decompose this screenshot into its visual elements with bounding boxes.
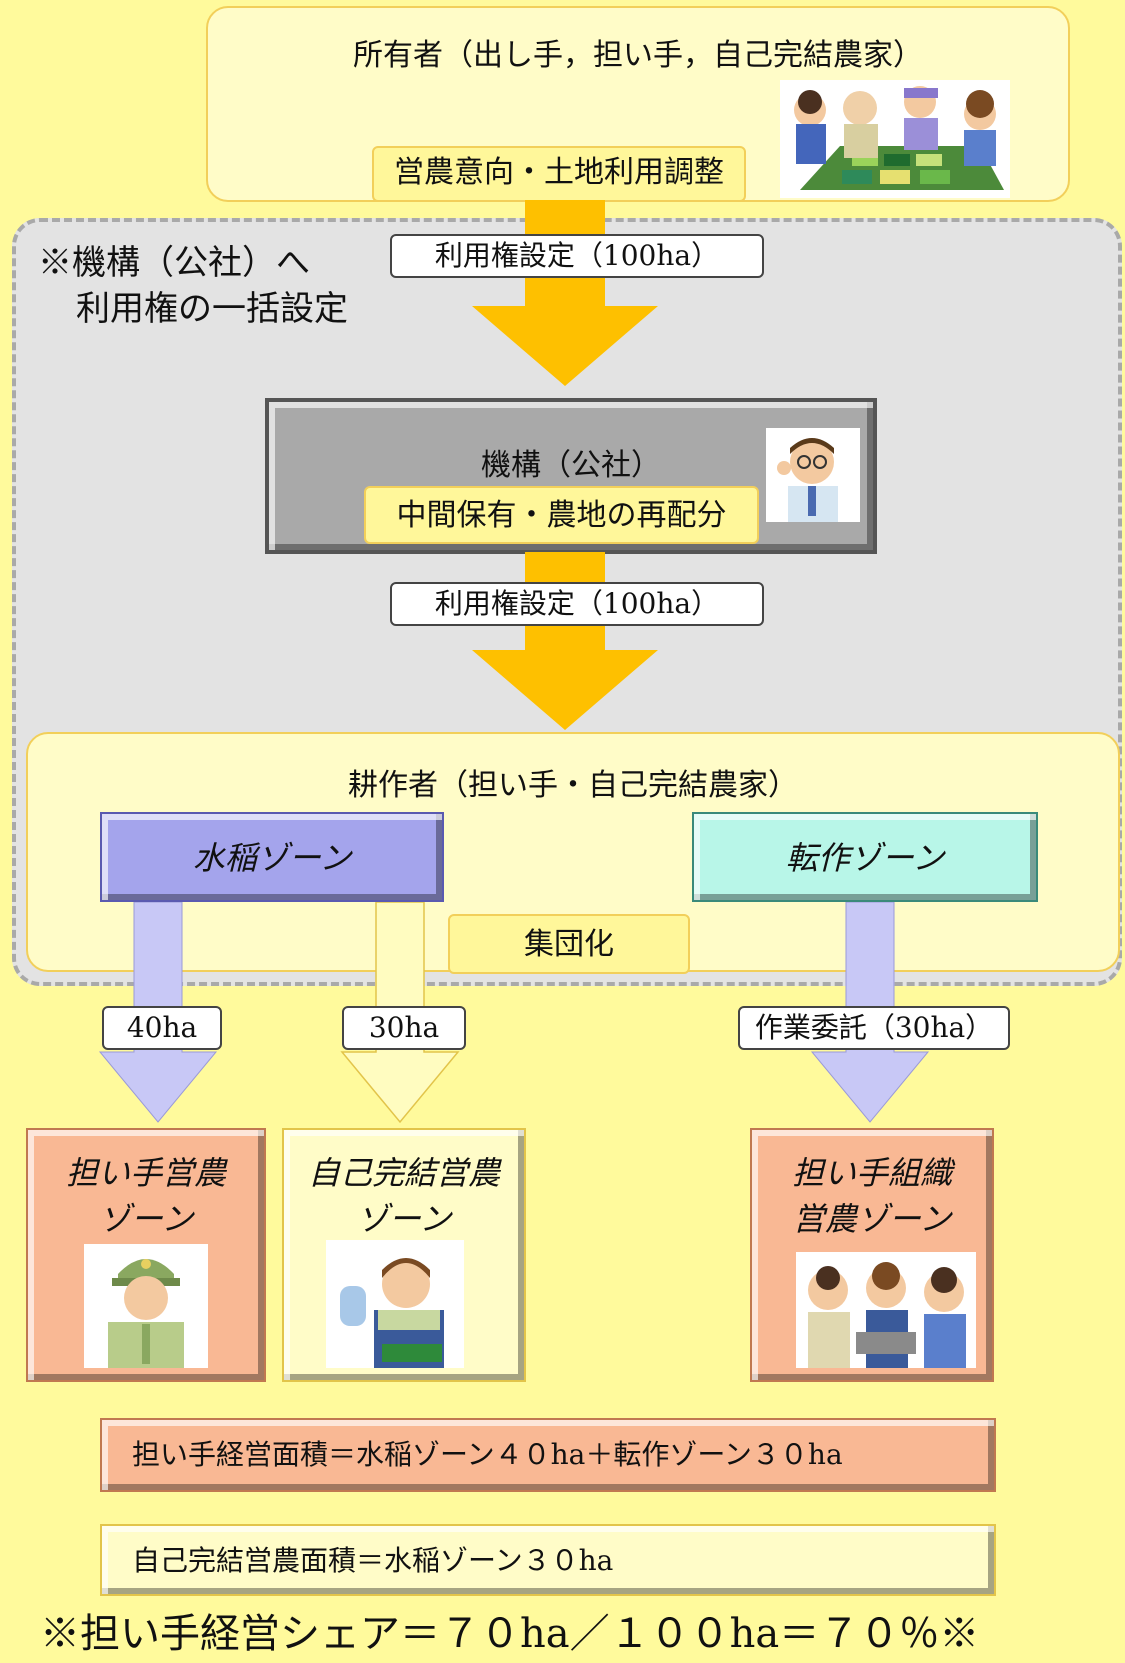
kiko-title: 機構（公社） bbox=[481, 448, 661, 483]
soshiki-zone-line-2: 営農ゾーン bbox=[792, 1200, 952, 1238]
owner-title: 所有者（出し手，担い手，自己完結農家） bbox=[353, 38, 923, 73]
bulk-setting-note: ※機構（公社）へ 利用権の一括設定 bbox=[38, 240, 348, 332]
jiko-zone-line-2: ゾーン bbox=[356, 1200, 452, 1238]
adjustment-tag: 営農意向・土地利用調整 bbox=[372, 146, 746, 202]
redistribution-tag: 中間保有・農地の再配分 bbox=[364, 486, 759, 544]
grouping-tag: 集団化 bbox=[448, 914, 690, 974]
note-line-1: ※機構（公社）へ bbox=[38, 243, 310, 283]
ninaite-zone-line-1: 担い手営農 bbox=[65, 1154, 226, 1192]
jiko-area-summary: 自己完結営農面積＝水稲ゾーン３０ha bbox=[100, 1524, 996, 1596]
note-line-2: 利用権の一括設定 bbox=[76, 289, 348, 329]
work-consignment-label: 作業委託（30ha） bbox=[738, 1006, 1010, 1050]
jiko-zone-line-1: 自己完結営農 bbox=[307, 1154, 500, 1192]
use-right-setting-label-2: 利用権設定（100ha） bbox=[390, 582, 764, 626]
orange-arrow-1 bbox=[472, 200, 658, 386]
ninaite-zone-line-2: ゾーン bbox=[98, 1200, 194, 1238]
allocation-30ha-label: 30ha bbox=[342, 1006, 466, 1050]
use-right-setting-label-1: 利用権設定（100ha） bbox=[390, 234, 764, 278]
allocation-40ha-label: 40ha bbox=[102, 1006, 222, 1050]
soshiki-zone-line-1: 担い手組織 bbox=[791, 1154, 952, 1192]
farmers-meeting-illustration bbox=[780, 80, 1010, 198]
ninaite-area-summary: 担い手経営面積＝水稲ゾーン４０ha＋転作ゾーン３０ha bbox=[100, 1418, 996, 1492]
rotation-zone-box: 転作ゾーン bbox=[692, 812, 1038, 902]
share-summary: ※担い手経営シェア＝７０ha／１００ha＝７０％※ bbox=[40, 1611, 980, 1657]
paddy-zone-box: 水稲ゾーン bbox=[100, 812, 444, 902]
ninaite-farmer-illustration bbox=[84, 1244, 208, 1368]
jiko-farmer-illustration bbox=[326, 1240, 464, 1368]
group-farmers-illustration bbox=[796, 1252, 976, 1368]
staff-illustration bbox=[766, 428, 860, 522]
orange-arrow-2 bbox=[472, 552, 658, 730]
grower-title: 耕作者（担い手・自己完結農家） bbox=[348, 768, 798, 803]
